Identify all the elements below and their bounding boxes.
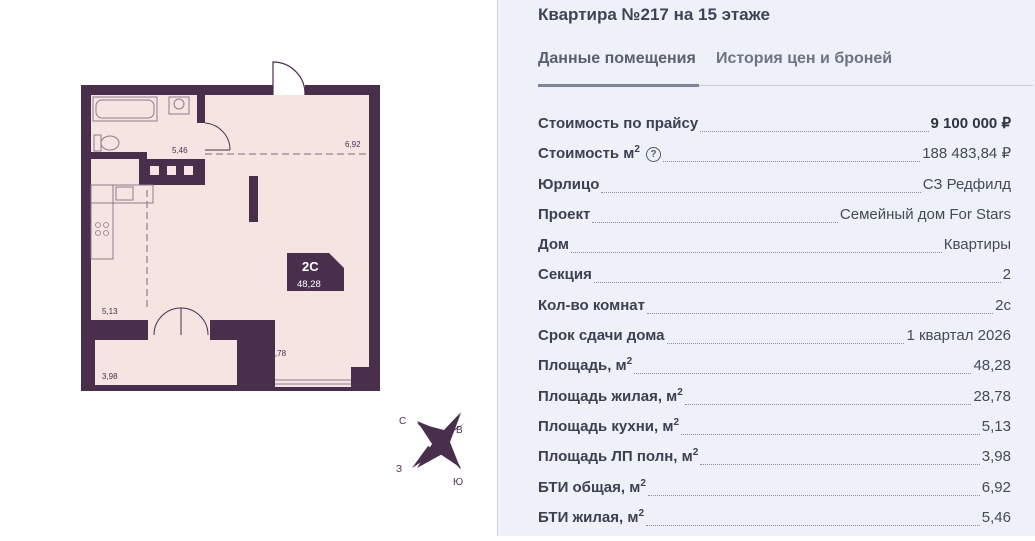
badge-type: 2С: [302, 259, 319, 274]
details-tabs: Данные помещения История цен и броней: [538, 50, 1035, 86]
property-label: Площадь ЛП полн, м2: [538, 447, 699, 466]
dotted-leader: [700, 445, 980, 466]
entrance-door-swing: [272, 61, 306, 96]
property-value: 2: [1002, 266, 1011, 284]
bathroom-area-label: 5,46: [172, 146, 188, 155]
property-row: Площадь ЛП полн, м2 3,98: [538, 445, 1011, 475]
property-label: Площадь жилая, м2: [538, 386, 683, 405]
property-row: Стоимость м2? 188 483,84 ₽: [538, 142, 1011, 172]
floor-balcony: [95, 340, 237, 386]
properties-list: Стоимость по прайсу 9 100 000 ₽ Стоимост…: [538, 112, 1011, 536]
dotted-leader: [601, 173, 921, 193]
compass-west: З: [396, 464, 402, 475]
property-value: 188 483,84 ₽: [922, 145, 1011, 163]
dotted-leader: [570, 233, 942, 254]
apartment-title: Квартира №217 на 15 этаже: [538, 5, 770, 24]
badge-area: 48,28: [297, 279, 321, 290]
property-value: 48,28: [973, 357, 1011, 375]
dotted-leader: [634, 354, 972, 375]
property-row: Площадь кухни, м2 5,13: [538, 415, 1011, 445]
property-value: 2с: [995, 296, 1011, 314]
tabs-divider: [538, 85, 1033, 86]
tab-price-history[interactable]: История цен и броней: [716, 50, 893, 67]
property-value: 1 квартал 2026: [906, 327, 1011, 345]
dotted-leader: [593, 263, 1001, 284]
property-label: Кол-во комнат: [538, 296, 645, 314]
dotted-leader: [700, 112, 929, 132]
property-value: 5,13: [981, 417, 1011, 435]
dotted-leader: [592, 203, 838, 223]
property-value: 3,98: [981, 448, 1011, 466]
property-value: 5,46: [981, 508, 1011, 526]
compass-south: Ю: [453, 477, 463, 488]
compass-north: С: [399, 416, 406, 427]
property-label: Стоимость по прайсу: [538, 115, 699, 132]
dotted-leader: [646, 294, 994, 314]
kitchen-sink: [115, 186, 134, 201]
property-row: Площадь, м2 48,28: [538, 354, 1011, 384]
property-row: Кол-во комнат 2с: [538, 294, 1011, 324]
property-value: Семейный дом For Stars: [839, 205, 1011, 223]
property-row: Проект Семейный дом For Stars: [538, 203, 1011, 233]
property-value: Квартиры: [943, 236, 1011, 254]
property-value: СЗ Редфилд: [922, 175, 1011, 193]
property-label: Секция: [538, 266, 592, 284]
property-row: Юрлицо СЗ Редфилд: [538, 173, 1011, 203]
dotted-leader: [666, 324, 905, 345]
hall-area-label: 6,92: [345, 140, 361, 149]
property-label: БТИ общая, м2: [538, 477, 646, 496]
property-value: 28,78: [973, 387, 1011, 405]
living-area-label: 28,78: [266, 349, 287, 358]
bathtub: [92, 96, 158, 122]
property-row: Стоимость по прайсу 9 100 000 ₽: [538, 112, 1011, 142]
property-row: Дом Квартиры: [538, 233, 1011, 263]
property-label: Проект: [538, 205, 591, 223]
active-tab-indicator: [538, 84, 699, 87]
dotted-leader: [662, 142, 921, 163]
dotted-leader: [684, 385, 972, 405]
apartment-type-badge: [287, 253, 344, 291]
property-label: Юрлицо: [538, 175, 600, 193]
dotted-leader: [646, 506, 980, 526]
property-row: Секция 2: [538, 263, 1011, 293]
floor-window-bay: [275, 367, 351, 387]
property-label: БТИ жилая, м2: [538, 507, 644, 526]
property-label: Срок сдачи дома: [538, 327, 665, 345]
column: [249, 176, 258, 222]
property-row: Срок сдачи дома 1 квартал 2026: [538, 324, 1011, 354]
property-label: Стоимость м2?: [538, 142, 661, 166]
kitchen-area-label: 5,13: [102, 307, 118, 316]
balcony-area-label: 3,98: [102, 372, 118, 381]
property-row: БТИ жилая, м2 5,46: [538, 506, 1011, 536]
dotted-leader: [681, 415, 980, 435]
compass-east: В: [456, 425, 463, 436]
property-value: 9 100 000 ₽: [930, 115, 1011, 132]
floorplan-drawing: 5,46 6,92 5,13 28,78 3,98 2С 48,28 С В З…: [81, 61, 465, 488]
tab-room-data[interactable]: Данные помещения: [538, 50, 696, 67]
compass-icon: [412, 412, 465, 470]
floorplan-panel: 5,46 6,92 5,13 28,78 3,98 2С 48,28 С В З…: [0, 0, 497, 536]
property-label: Дом: [538, 236, 569, 254]
property-row: БТИ общая, м2 6,92: [538, 476, 1011, 506]
property-label: Площадь кухни, м2: [538, 416, 680, 435]
apartment-details-panel: Квартира №217 на 15 этаже Данные помещен…: [497, 0, 1035, 536]
property-row: Площадь жилая, м2 28,78: [538, 385, 1011, 415]
help-icon[interactable]: ?: [645, 147, 661, 163]
sink: [168, 96, 190, 115]
property-label: Площадь, м2: [538, 356, 633, 375]
entrance-door-gap: [273, 85, 305, 95]
dotted-leader: [647, 476, 980, 496]
property-value: 6,92: [981, 478, 1011, 496]
